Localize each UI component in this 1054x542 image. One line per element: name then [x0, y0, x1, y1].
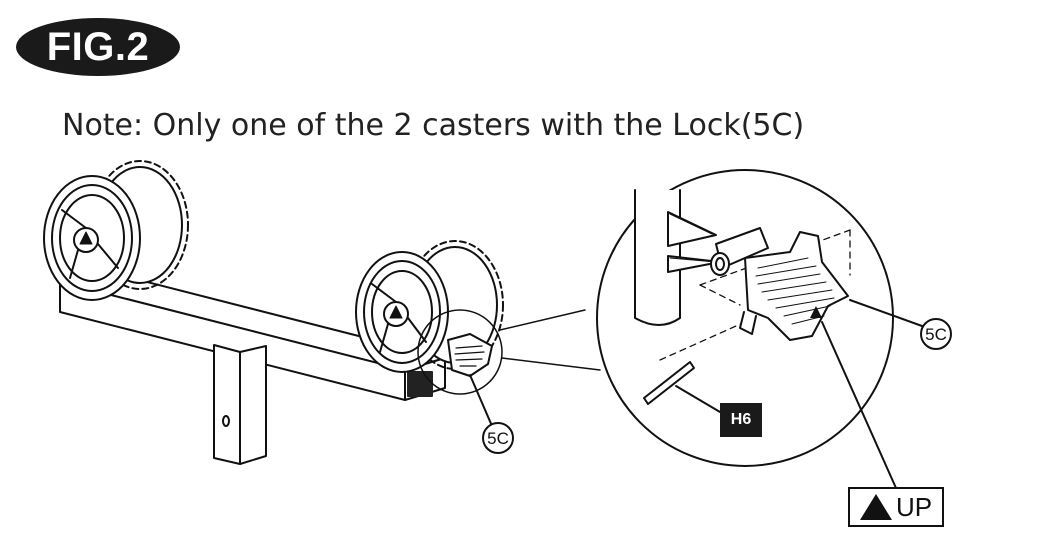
callout-h6: H6: [720, 403, 762, 437]
up-label-text: UP: [895, 491, 933, 522]
callout-5c-main-label: 5C: [487, 429, 509, 448]
triangle-logo-icon: [79, 231, 93, 245]
caster-lock-pedal: [447, 333, 493, 377]
up-mark-icon: [810, 306, 822, 318]
callout-h6-label: H6: [730, 411, 752, 428]
detail-lock-pedal: [739, 231, 849, 341]
figure-label: FIG.2: [46, 24, 150, 69]
callout-5c-main: 5C: [469, 374, 514, 454]
callout-h6-leader: [675, 385, 721, 413]
callout-up-leader: [821, 321, 897, 489]
zoom-indicator-circle: [417, 309, 503, 395]
note-text: Note: Only one of the 2 casters with the…: [62, 108, 805, 143]
pin-h6: [643, 361, 695, 405]
right-caster: [355, 240, 504, 395]
zoom-leader-lines: [499, 309, 601, 371]
up-direction-label: UP: [848, 487, 944, 527]
left-caster: [43, 160, 189, 301]
figure-badge: FIG.2: [16, 18, 180, 76]
detail-view: [596, 169, 894, 467]
callout-5c-detail-label: 5C: [925, 325, 947, 344]
up-triangle-icon: [859, 494, 892, 520]
right-caster-front-wheel: [355, 251, 449, 373]
left-caster-front-wheel: [43, 175, 141, 301]
triangle-logo-icon: [389, 305, 403, 319]
callout-5c-detail: 5C: [849, 299, 952, 350]
